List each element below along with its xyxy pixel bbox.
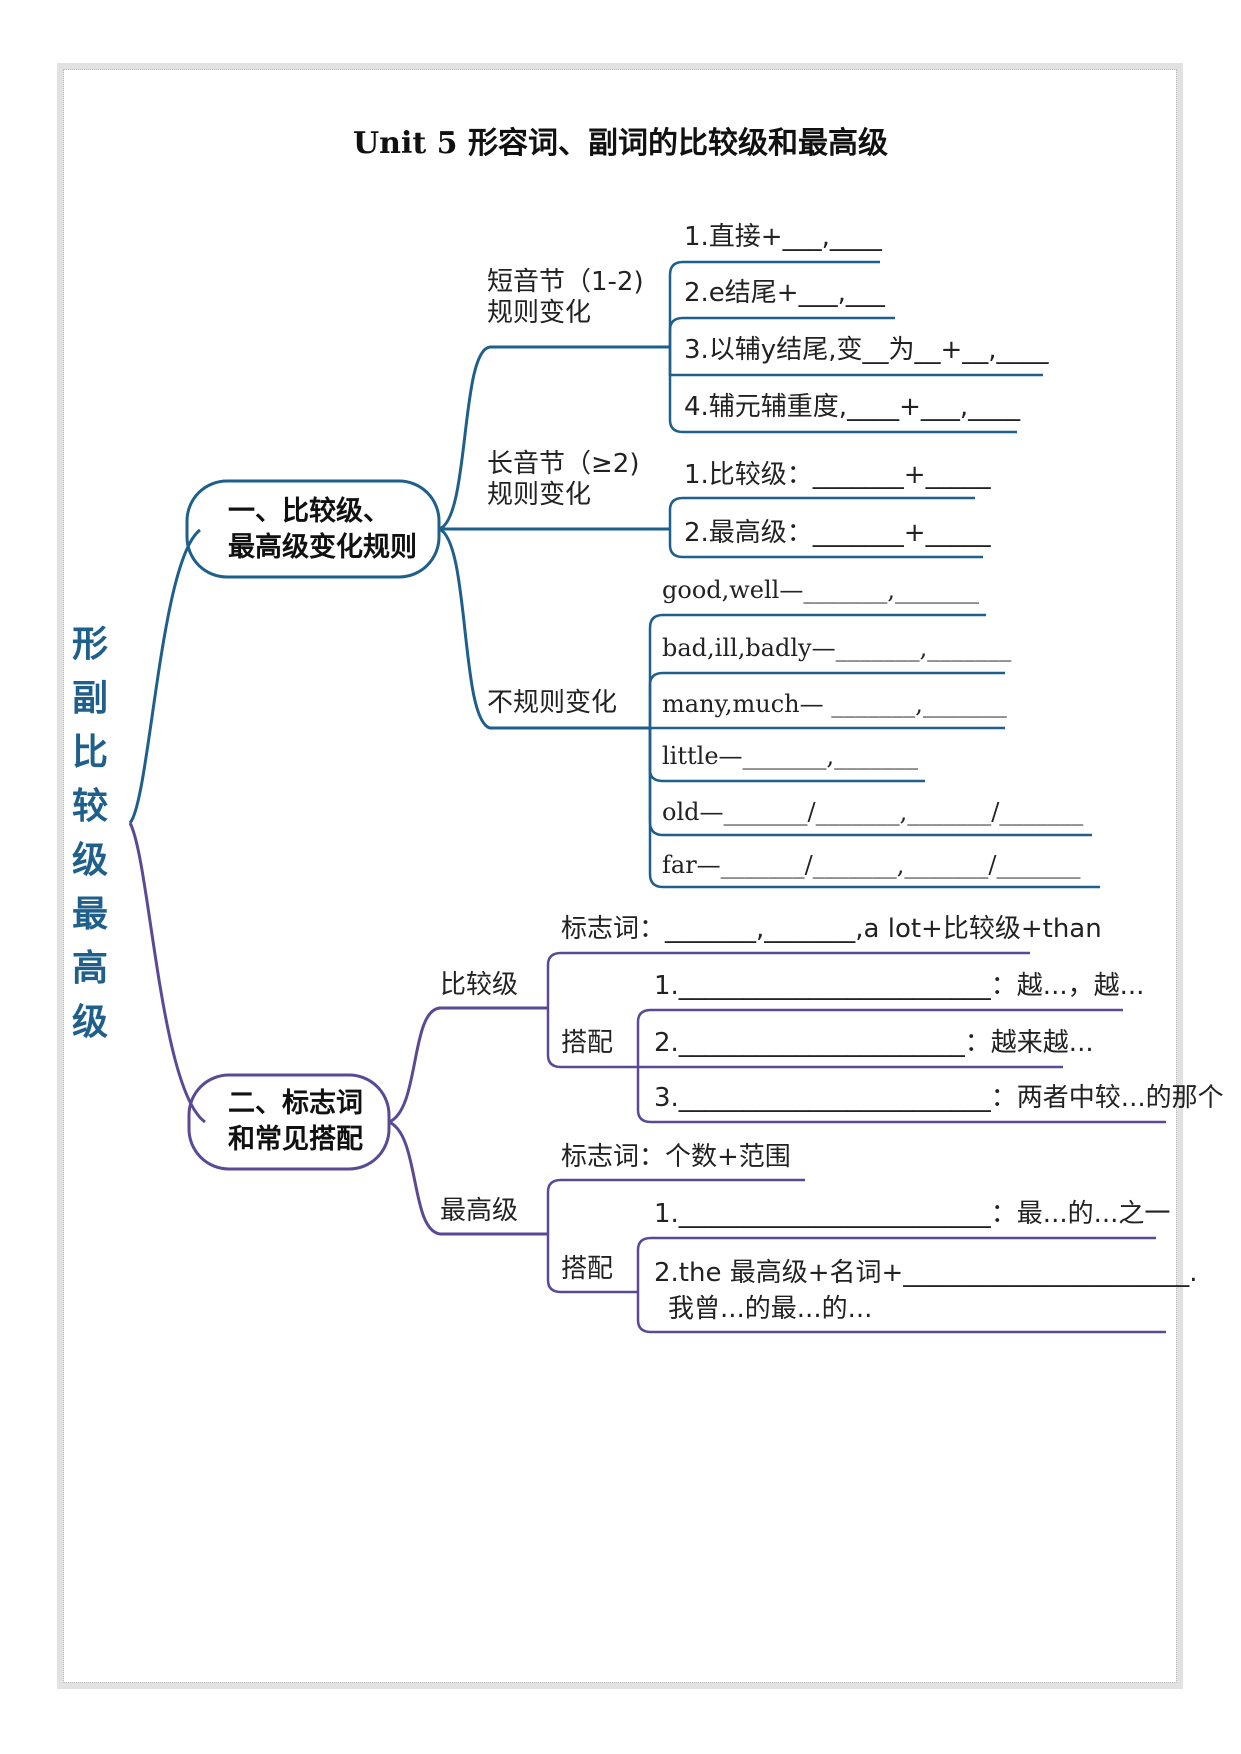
side-char: 级 bbox=[71, 1002, 108, 1043]
irregular-item: little—_______,_______ bbox=[662, 742, 919, 770]
side-char: 副 bbox=[71, 678, 108, 719]
side-char: 较 bbox=[71, 786, 108, 827]
superlative-collocation-label: 搭配 bbox=[561, 1254, 614, 1284]
comparative-item: 3.________________________：两者中较...的那个 bbox=[654, 1083, 1224, 1113]
part2-label-line2: 和常见搭配 bbox=[228, 1124, 363, 1155]
superlative-item: 1.________________________：最...的...之一 bbox=[654, 1199, 1171, 1229]
long-label-line1: 长音节（≥2) bbox=[487, 449, 640, 479]
comparative-label: 比较级 bbox=[440, 970, 519, 1000]
irregular-label: 不规则变化 bbox=[487, 688, 618, 718]
page-border bbox=[57, 63, 1183, 1689]
short-item: 2.e结尾+___,___ bbox=[684, 278, 885, 308]
irregular-item: many,much— _______,_______ bbox=[662, 690, 1007, 718]
part2-label-line1: 二、标志词 bbox=[228, 1088, 363, 1119]
side-char: 比 bbox=[71, 732, 108, 773]
long-syllable-label: 长音节（≥2) 规则变化 bbox=[487, 449, 639, 511]
side-char: 最 bbox=[71, 894, 108, 935]
side-char: 形 bbox=[71, 624, 108, 665]
part1-label: 一、比较级、 最高级变化规则 bbox=[228, 494, 417, 566]
page-title: Unit 5 形容词、副词的比较级和最高级 bbox=[353, 126, 888, 161]
side-char: 高 bbox=[71, 948, 108, 989]
comparative-item: 1.________________________：越...，越... bbox=[654, 971, 1145, 1001]
side-title: 形 副 比 较 级 最 高 级 bbox=[70, 618, 110, 1050]
comparative-signal: 标志词：_______,_______,a lot+比较级+than bbox=[561, 914, 1102, 944]
superlative-item: 2.the 最高级+名词+______________________. bbox=[654, 1258, 1198, 1288]
long-item: 2.最高级：_______+_____ bbox=[684, 518, 991, 548]
irregular-item: good,well—_______,_______ bbox=[662, 576, 979, 604]
superlative-signal: 标志词：个数+范围 bbox=[561, 1142, 791, 1172]
irregular-item: bad,ill,badly—_______,_______ bbox=[662, 634, 1012, 662]
short-syllable-label: 短音节（1-2) 规则变化 bbox=[487, 267, 644, 329]
superlative-label: 最高级 bbox=[440, 1196, 519, 1226]
short-label-line2: 规则变化 bbox=[487, 298, 592, 329]
long-label-line2: 规则变化 bbox=[487, 480, 592, 511]
long-item: 1.比较级：_______+_____ bbox=[684, 460, 991, 490]
part2-label: 二、标志词 和常见搭配 bbox=[228, 1086, 363, 1158]
part1-label-line2: 最高级变化规则 bbox=[228, 532, 417, 563]
short-label-line1: 短音节（1-2) bbox=[487, 267, 644, 297]
short-item: 3.以辅y结尾,变__为__+__,____ bbox=[684, 335, 1049, 365]
superlative-item-line2: 我曾...的最...的... bbox=[668, 1294, 873, 1324]
irregular-item: old—_______/_______,_______/_______ bbox=[662, 798, 1084, 826]
irregular-item: far—_______/_______,_______/_______ bbox=[662, 851, 1081, 879]
short-item: 1.直接+___,____ bbox=[684, 222, 882, 252]
comparative-item: 2.______________________：越来越... bbox=[654, 1028, 1094, 1058]
short-item: 4.辅元辅重度,____+___,____ bbox=[684, 392, 1021, 422]
part1-label-line1: 一、比较级、 bbox=[228, 496, 390, 527]
side-char: 级 bbox=[71, 840, 108, 881]
comparative-collocation-label: 搭配 bbox=[561, 1028, 614, 1058]
